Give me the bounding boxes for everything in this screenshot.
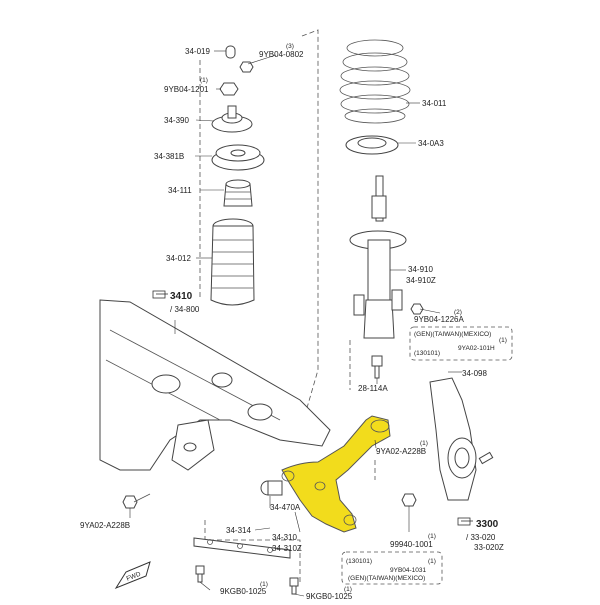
label-9YB04-1226A: 9YB04-1226A bbox=[414, 315, 464, 324]
bolt-9KGB0-1025-a bbox=[195, 565, 205, 583]
ref-3410: 3410 bbox=[170, 291, 193, 302]
nut-9YB04-1201 bbox=[219, 82, 239, 96]
bolt-9YB04-1226A bbox=[410, 303, 424, 315]
label-9KGB0-1025-b: 9KGB0-1025 bbox=[306, 592, 353, 600]
ref-3300: 3300 bbox=[476, 519, 499, 530]
label-9KGB0-1025-a-qty: (1) bbox=[260, 581, 268, 588]
fwd-arrow-icon bbox=[114, 561, 151, 590]
label-34-012: 34-012 bbox=[166, 254, 191, 263]
note-box-9YA02-101H bbox=[409, 326, 513, 361]
label-9YA02-A228B: 9YA02-A228B bbox=[376, 447, 426, 456]
label-34-910: 34-910 bbox=[408, 265, 433, 274]
knuckle-34-098 bbox=[429, 377, 477, 501]
bolt-28-114A bbox=[371, 355, 383, 379]
label-34-0A3: 34-0A3 bbox=[418, 139, 444, 148]
label-9YB04-1201: 9YB04-1201 bbox=[164, 85, 209, 94]
bearing-34-381B bbox=[211, 144, 265, 171]
note-date-130101-2: (130101) bbox=[346, 558, 372, 565]
ref-icon-3410 bbox=[152, 290, 168, 299]
plate-34-314 bbox=[193, 537, 291, 559]
label-9KGB0-1025-b-qty: (1) bbox=[344, 586, 352, 593]
note-date-130101-1: (130101) bbox=[414, 350, 440, 357]
label-34-314: 34-314 bbox=[226, 526, 251, 535]
mount-34-390 bbox=[211, 105, 253, 133]
label-34-098: 34-098 bbox=[462, 369, 487, 378]
label-9YB04-0802-qty: (3) bbox=[286, 43, 294, 50]
strut-34-910 bbox=[349, 175, 407, 339]
label-34-019: 34-019 bbox=[185, 47, 210, 56]
label-9YA02-A228B-qty: (1) bbox=[420, 440, 428, 447]
label-9YB04-1226A-qty: (2) bbox=[454, 309, 462, 316]
label-34-310Z: 34-310Z bbox=[272, 544, 302, 553]
coil-spring-34-011 bbox=[339, 39, 411, 124]
label-34-381B: 34-381B bbox=[154, 152, 184, 161]
label-9KGB0-1025-a: 9KGB0-1025 bbox=[220, 587, 267, 596]
label-9YB04-1031: 9YB04-1031 bbox=[390, 567, 427, 574]
ref-3300-sub1: / 33-020 bbox=[466, 533, 496, 542]
label-34-011: 34-011 bbox=[422, 99, 447, 108]
label-34-310: 34-310 bbox=[272, 533, 297, 542]
label-9YB04-1201-qty: (1) bbox=[200, 77, 208, 84]
note-box-9YB04-1031 bbox=[341, 551, 443, 585]
label-34-910Z: 34-910Z bbox=[406, 276, 436, 285]
label-34-390: 34-390 bbox=[164, 116, 189, 125]
lower-arm-34-310 bbox=[281, 415, 391, 533]
bolt-9KGB0-1025-b bbox=[289, 577, 299, 595]
nut-9YB04-0802 bbox=[239, 61, 254, 73]
label-9YA02-101H-qty: (1) bbox=[499, 337, 507, 344]
label-34-470A: 34-470A bbox=[270, 503, 301, 512]
boundary-line-bottom bbox=[204, 520, 301, 585]
dust-boot-34-012 bbox=[210, 218, 255, 306]
nut-99940-1001 bbox=[401, 493, 417, 507]
nut-34-019 bbox=[225, 45, 236, 59]
note-gen-taiwan-mexico-2: (GEN)(TAIWAN)(MEXICO) bbox=[348, 575, 425, 582]
note-gen-taiwan-mexico-1: (GEN)(TAIWAN)(MEXICO) bbox=[414, 331, 491, 338]
leader-lines bbox=[129, 50, 462, 597]
label-9YB04-1031-qty: (1) bbox=[428, 558, 436, 565]
spring-seat-34-0A3 bbox=[345, 135, 399, 155]
label-34-111: 34-111 bbox=[168, 186, 192, 195]
label-99940-1001: 99940-1001 bbox=[390, 540, 433, 549]
bushing-34-470A bbox=[260, 480, 283, 496]
label-9YA02-A228B-left: 9YA02-A228B bbox=[80, 521, 130, 530]
boundary-line-upper bbox=[301, 29, 319, 426]
label-99940-1001-qty: (1) bbox=[428, 533, 436, 540]
bump-stop-34-111 bbox=[223, 179, 253, 207]
label-28-114A: 28-114A bbox=[358, 384, 388, 393]
bolt-9YA02-A228B-left bbox=[122, 493, 151, 509]
subframe-3410 bbox=[99, 299, 331, 471]
ref-icon-3300 bbox=[457, 517, 473, 526]
bolt-9YA02-A228B-right bbox=[478, 451, 494, 465]
label-9YA02-101H: 9YA02-101H bbox=[458, 345, 495, 352]
label-9YB04-0802: 9YB04-0802 bbox=[259, 50, 304, 59]
ref-3300-sub2: 33-020Z bbox=[474, 543, 504, 552]
ref-3410-sub: / 34-800 bbox=[170, 305, 200, 314]
